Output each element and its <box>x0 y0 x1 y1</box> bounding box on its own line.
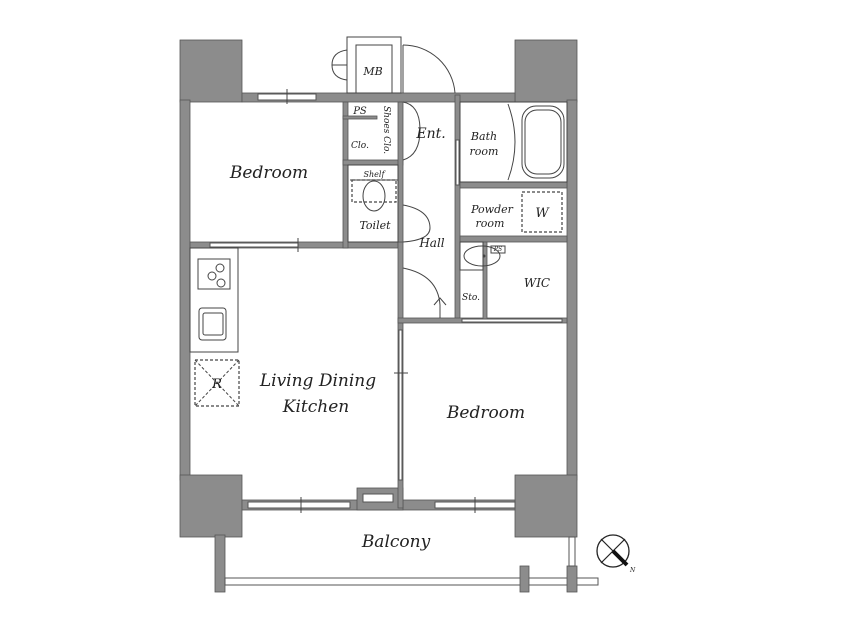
storage-label: Sto. <box>462 293 480 303</box>
entrance-label: Ent. <box>415 126 445 142</box>
ldk-label-line1: Living Dining <box>259 371 376 391</box>
balcony-structure <box>214 534 599 593</box>
powder-room-fixtures <box>402 191 563 318</box>
entrance-area <box>331 36 456 161</box>
wic-label: WIC <box>524 276 550 290</box>
mb-label: MB <box>362 65 382 78</box>
toilet-fixture <box>347 164 431 243</box>
bathroom-label-line1: Bath <box>470 130 497 143</box>
bathtub <box>459 101 568 183</box>
ps-label-2: PS <box>493 246 502 253</box>
north-label: N <box>629 567 636 574</box>
powder-room-label-line1: Powder <box>470 203 514 216</box>
kitchen-counter <box>189 247 240 407</box>
balcony-label: Balcony <box>361 532 431 552</box>
windows <box>209 89 563 513</box>
structural-walls <box>179 39 578 538</box>
bathroom-label-line2: room <box>470 145 499 158</box>
bedroom-2-label: Bedroom <box>446 403 525 423</box>
shelf-label: Shelf <box>364 170 387 179</box>
ps-label: PS <box>352 106 367 117</box>
washer-label: W <box>535 206 550 221</box>
bedroom-1-label: Bedroom <box>229 163 308 183</box>
toilet-label: Toilet <box>359 219 391 232</box>
ldk-label-line2: Kitchen <box>282 397 349 417</box>
hall-label: Hall <box>418 236 444 250</box>
closet-label: Clo. <box>351 141 369 151</box>
room-labels: Bedroom Living Dining Kitchen Bedroom Ba… <box>211 65 550 552</box>
shoes-closet-label: Shoes Clo. <box>381 106 391 154</box>
north-arrow-icon: N <box>596 534 636 574</box>
powder-room-label-line2: room <box>476 217 505 230</box>
refrigerator-label: R <box>211 377 222 392</box>
